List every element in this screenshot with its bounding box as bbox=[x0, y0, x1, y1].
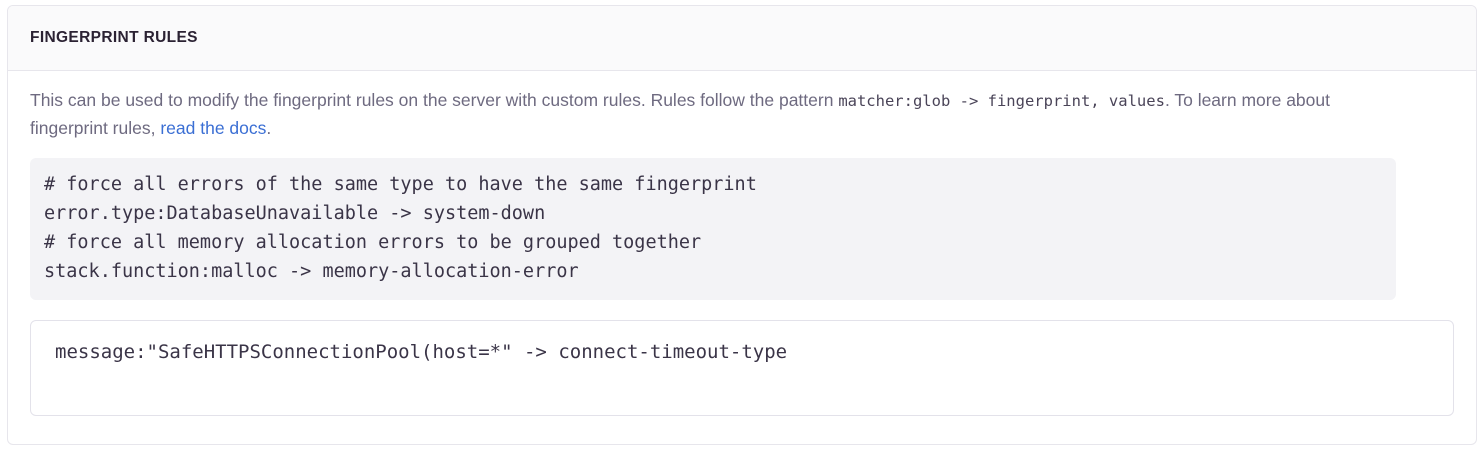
example-code-text: # force all errors of the same type to h… bbox=[44, 174, 757, 282]
description-text: This can be used to modify the fingerpri… bbox=[30, 87, 1400, 142]
example-code-block: # force all errors of the same type to h… bbox=[30, 158, 1396, 300]
read-the-docs-link[interactable]: read the docs bbox=[160, 118, 267, 138]
fingerprint-rules-panel: FINGERPRINT RULES This can be used to mo… bbox=[7, 5, 1477, 445]
panel-body: This can be used to modify the fingerpri… bbox=[8, 71, 1476, 416]
page-title: FINGERPRINT RULES bbox=[30, 29, 198, 47]
description-part-before-code: This can be used to modify the fingerpri… bbox=[30, 90, 839, 110]
panel-header: FINGERPRINT RULES bbox=[8, 6, 1476, 71]
inline-code-pattern: matcher:glob -> fingerprint, values bbox=[838, 92, 1165, 110]
description-part-end: . bbox=[266, 118, 272, 138]
description-part-after-code: . To learn more about fingerprint rules, bbox=[30, 90, 1330, 138]
fingerprint-rules-input[interactable] bbox=[30, 320, 1454, 416]
